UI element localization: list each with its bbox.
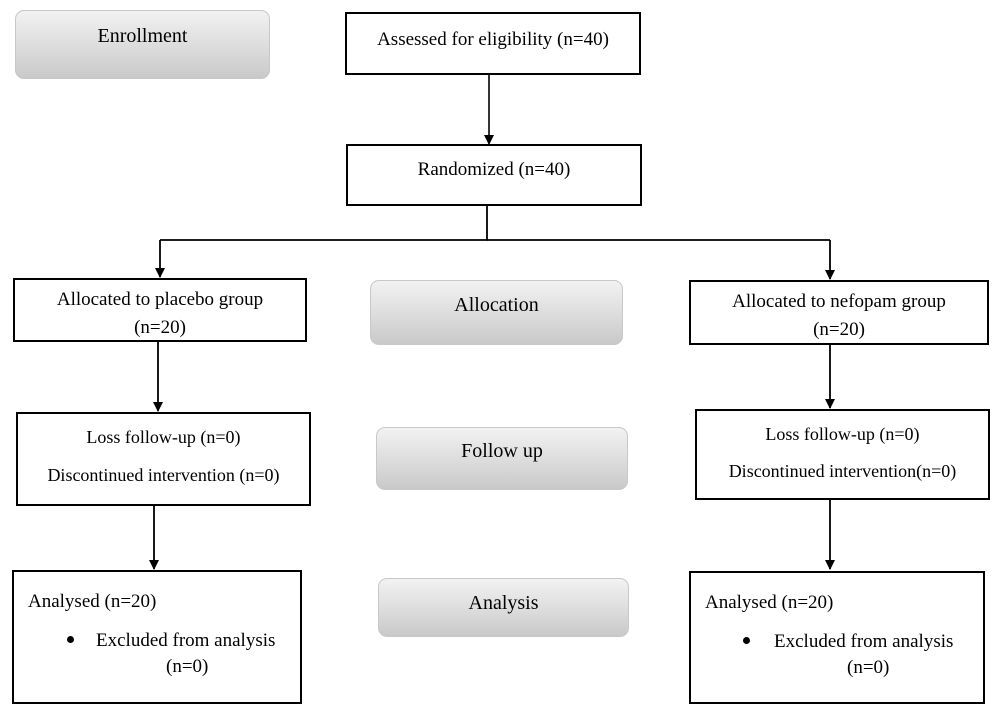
nefopam-analysed: Analysed (n=20) [705, 592, 834, 613]
nefopam-excluded-line2: (n=0) [847, 657, 890, 678]
stage-analysis: Analysis [378, 578, 629, 637]
stage-allocation-label: Allocation [454, 294, 539, 316]
stage-enrollment: Enrollment [15, 10, 270, 79]
stage-analysis-label: Analysis [468, 592, 539, 614]
placebo-loss-followup: Loss follow-up (n=0) [86, 427, 241, 447]
assessed-box: Assessed for eligibility (n=40) [345, 12, 641, 75]
nefopam-allocated-line2: (n=20) [813, 319, 865, 340]
nefopam-loss-followup: Loss follow-up (n=0) [765, 424, 920, 444]
placebo-excluded-line1: Excluded from analysis [96, 630, 276, 651]
stage-follow-up: Follow up [376, 427, 628, 490]
placebo-allocation-box: Allocated to placebo group (n=20) [13, 278, 307, 342]
placebo-analysed: Analysed (n=20) [28, 591, 157, 612]
stage-enrollment-label: Enrollment [97, 25, 188, 47]
randomized-text: Randomized (n=40) [417, 159, 571, 180]
placebo-excluded-line2: (n=0) [166, 656, 209, 677]
nefopam-bullet [743, 637, 750, 644]
placebo-followup-box: Loss follow-up (n=0) Discontinued interv… [16, 412, 311, 506]
placebo-bullet [67, 636, 74, 643]
nefopam-allocation-box: Allocated to nefopam group (n=20) [689, 280, 989, 345]
assessed-text: Assessed for eligibility (n=40) [377, 29, 609, 50]
nefopam-discontinued: Discontinued intervention(n=0) [728, 461, 957, 481]
nefopam-followup-box: Loss follow-up (n=0) Discontinued interv… [695, 409, 990, 500]
stage-allocation: Allocation [370, 280, 623, 345]
nefopam-analysis-box: Analysed (n=20) Excluded from analysis (… [689, 571, 985, 704]
stage-follow-up-label: Follow up [461, 440, 543, 462]
placebo-allocated-line2: (n=20) [134, 317, 186, 338]
placebo-allocated-line1: Allocated to placebo group [56, 289, 264, 310]
randomized-box: Randomized (n=40) [346, 144, 642, 206]
nefopam-excluded-line1: Excluded from analysis [774, 631, 954, 652]
nefopam-allocated-line1: Allocated to nefopam group [732, 291, 946, 312]
split-connector [160, 205, 488, 241]
placebo-discontinued: Discontinued intervention (n=0) [47, 465, 280, 485]
placebo-analysis-box: Analysed (n=20) Excluded from analysis (… [12, 570, 302, 704]
